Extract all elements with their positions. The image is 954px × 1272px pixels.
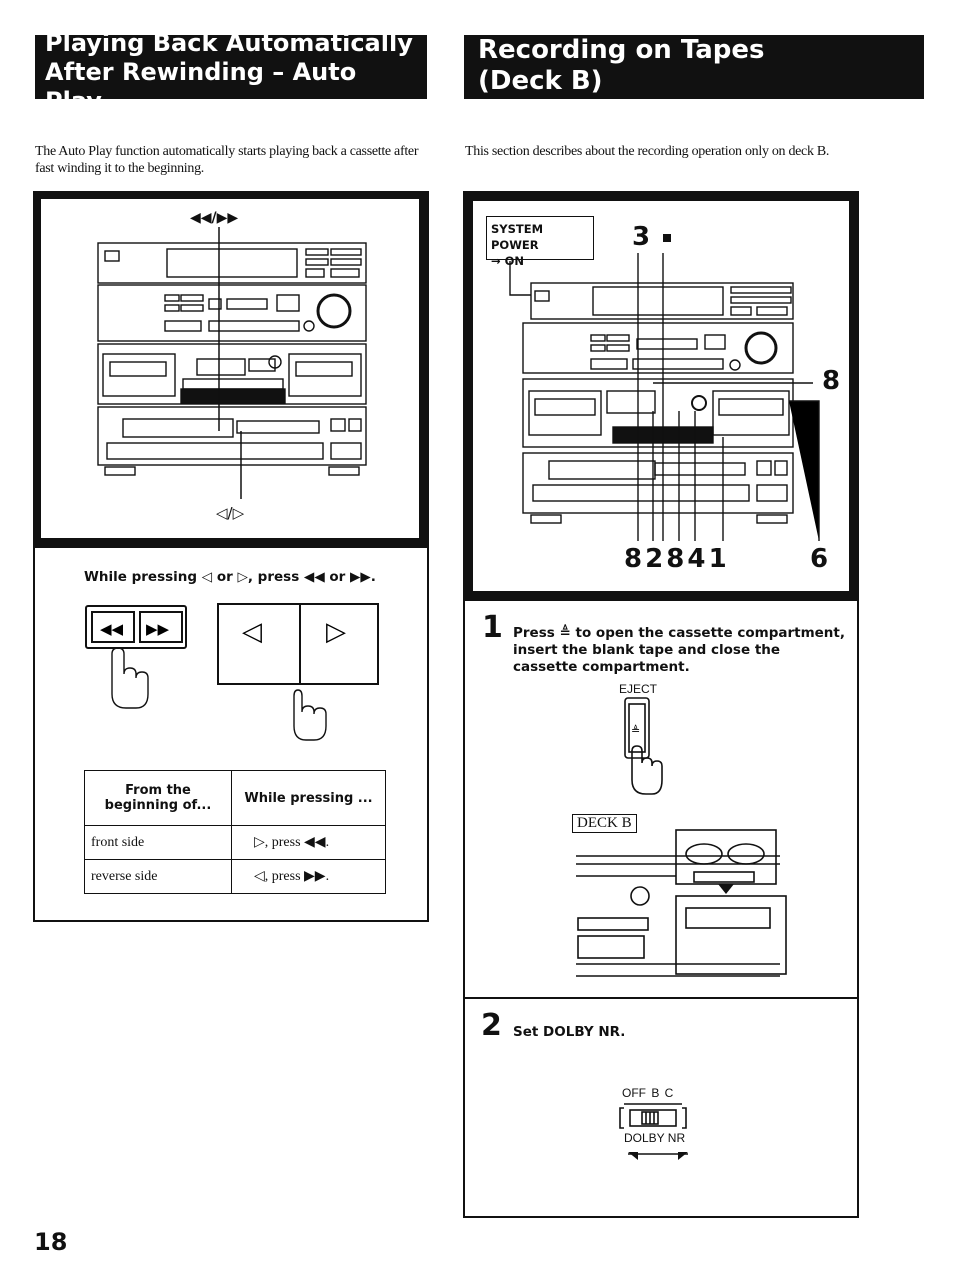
- deck-b-stereo-illustration: [509, 253, 820, 541]
- table-header-row: From the beginning of... While pressing …: [84, 770, 386, 826]
- table-cell: ▷, press ◀◀.: [231, 825, 386, 860]
- svg-text:▶▶: ▶▶: [146, 620, 170, 638]
- right-intro-text: This section describes about the recordi…: [465, 144, 830, 159]
- svg-text:▷: ▷: [326, 617, 346, 647]
- callout-8: 8: [822, 366, 841, 396]
- right-illustration-frame-right: [849, 191, 859, 601]
- eject-button-illustration: ≜: [624, 697, 663, 795]
- cassette-insert-illustration: [576, 829, 787, 977]
- system-power-on: → ON: [491, 254, 525, 268]
- svg-text:≜: ≜: [631, 724, 640, 737]
- ff-rew-label: ◀◀/▶▶: [190, 210, 239, 226]
- stop-square-icon: [663, 233, 672, 242]
- eject-label: EJECT: [619, 682, 658, 696]
- left-title-line2: After Rewinding – Auto Play: [45, 57, 357, 115]
- left-illustration-frame-bottom: [33, 538, 429, 548]
- step-2-number: 2: [481, 1008, 502, 1043]
- table-cell: ◁, press ▶▶.: [231, 859, 386, 894]
- system-power-box: SYSTEM POWER → ON: [486, 216, 594, 268]
- table-cell: reverse side: [84, 859, 232, 894]
- deck-b-label: DECK B: [572, 814, 637, 833]
- button-press-illustration: ◀◀ ▶▶ ◁ ▷: [85, 603, 379, 741]
- right-illustration-frame-top: [463, 191, 859, 201]
- table-header: From the beginning of...: [84, 770, 232, 826]
- table-row: reverse side ◁, press ▶▶.: [84, 859, 386, 894]
- table-cell: front side: [84, 825, 232, 860]
- step-2-text: Set DOLBY NR.: [513, 1024, 626, 1040]
- svg-text:◁: ◁: [242, 617, 262, 647]
- auto-play-instruction: While pressing ◁ or ▷, press ◀◀ or ▶▶.: [84, 569, 376, 585]
- left-illustration-frame-left: [33, 191, 41, 547]
- dolby-nr-label: DOLBY NR: [624, 1131, 686, 1145]
- auto-play-table: From the beginning of... While pressing …: [84, 770, 386, 894]
- table-row: front side ▷, press ◀◀.: [84, 825, 386, 860]
- page-number: 18: [34, 1228, 68, 1256]
- table-header: While pressing ...: [231, 770, 386, 826]
- stereo-system-illustration: [97, 227, 367, 499]
- left-illustration-frame-top: [33, 191, 429, 199]
- callout-bottom: 8 2 8 4 1: [624, 544, 727, 574]
- dolby-nr-switch: [619, 1103, 688, 1160]
- system-power-label: SYSTEM POWER: [491, 222, 544, 252]
- callout-3: 3: [632, 222, 672, 252]
- right-title-line2: (Deck B): [478, 66, 603, 97]
- right-illustration-frame-left: [463, 191, 473, 601]
- right-illustration-frame-bottom: [463, 591, 859, 601]
- step-1-number: 1: [482, 610, 503, 645]
- callout-3-number: 3: [632, 222, 651, 252]
- left-illustration-frame-right: [419, 191, 429, 547]
- right-title-line1: Recording on Tapes: [478, 35, 765, 65]
- left-title-line1: Playing Back Automatically: [45, 29, 413, 57]
- step-divider: [465, 997, 857, 999]
- left-section-title: Playing Back Automatically After Rewindi…: [35, 29, 427, 115]
- right-section-title: Recording on Tapes (Deck B): [464, 35, 924, 99]
- callout-6: 6: [810, 544, 829, 574]
- direction-label: ◁/▷: [216, 504, 245, 522]
- svg-text:◀◀: ◀◀: [100, 620, 124, 638]
- left-intro-text: The Auto Play function automatically sta…: [35, 144, 419, 176]
- step-1-text: Press ≜ to open the cassette compartment…: [513, 625, 845, 675]
- dolby-positions: OFF B C: [622, 1086, 674, 1100]
